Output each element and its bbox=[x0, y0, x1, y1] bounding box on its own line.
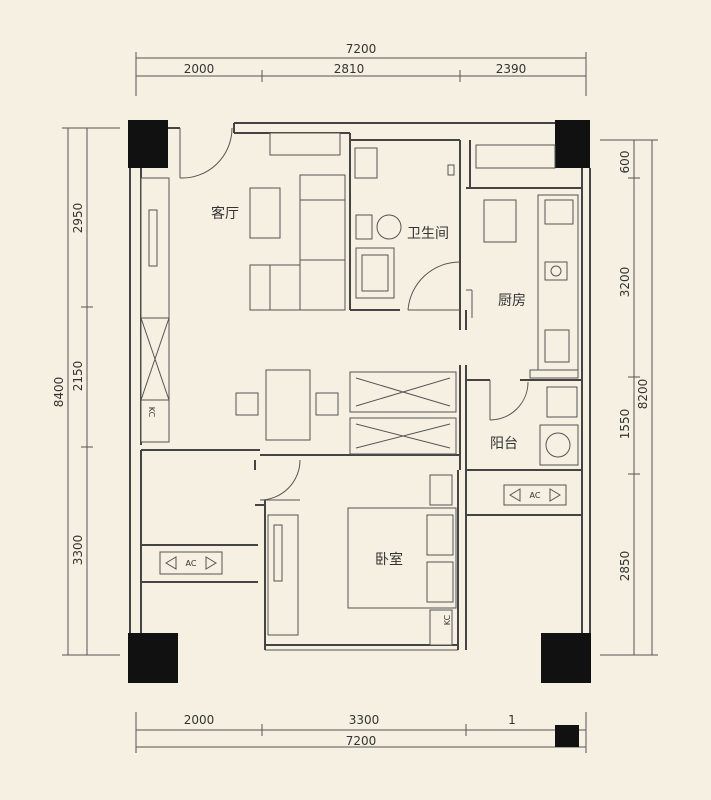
balcony-fixtures bbox=[539, 386, 579, 466]
coffee-table bbox=[249, 187, 281, 239]
dim-left-1: 2950 bbox=[71, 203, 85, 234]
kc-label-bedroom: KC bbox=[443, 614, 452, 625]
dining-set bbox=[235, 369, 339, 441]
ac-unit-left bbox=[159, 551, 223, 575]
pillar-bottom-right bbox=[541, 633, 591, 683]
doors bbox=[179, 127, 529, 501]
room-label-kitchen: 厨房 bbox=[498, 293, 526, 309]
pillar-top-left bbox=[128, 120, 168, 168]
kitchen-fixtures bbox=[475, 144, 579, 379]
room-label-balcony: 阳台 bbox=[490, 436, 518, 452]
dim-left-2: 2150 bbox=[71, 361, 85, 392]
dim-bottom-1: 2000 bbox=[184, 713, 215, 727]
dim-bottom-2: 3300 bbox=[349, 713, 380, 727]
kc-label-living: KC bbox=[147, 407, 156, 418]
wardrobe-living bbox=[140, 177, 170, 443]
room-label-living: 客厅 bbox=[211, 205, 239, 222]
ac-label-left: AC bbox=[186, 559, 197, 568]
dim-top-3: 2390 bbox=[496, 62, 527, 76]
tv-cabinet bbox=[269, 132, 341, 156]
wardrobe-bedroom bbox=[267, 514, 299, 636]
dimension-lines bbox=[62, 52, 658, 753]
bedside-bottom bbox=[429, 609, 453, 646]
dim-left-3: 3300 bbox=[71, 535, 85, 566]
dim-right-2: 3200 bbox=[618, 267, 632, 298]
dim-right-3: 1550 bbox=[618, 409, 632, 440]
dim-top-1: 2000 bbox=[184, 62, 215, 76]
dim-right-total: 8200 bbox=[636, 379, 650, 410]
dim-left-total: 8400 bbox=[52, 377, 66, 408]
pillar-top-right bbox=[555, 120, 590, 168]
ac-unit-right bbox=[503, 484, 567, 506]
bed bbox=[347, 507, 457, 609]
pillar-bottom-left bbox=[128, 633, 178, 683]
dim-right-4: 2850 bbox=[618, 551, 632, 582]
dim-bottom-total: 7200 bbox=[346, 734, 377, 748]
bedside-top bbox=[429, 474, 453, 506]
wardrobe-bedroom-panel bbox=[273, 524, 283, 582]
dim-right-1: 600 bbox=[618, 151, 632, 174]
sofa bbox=[249, 174, 346, 311]
dim-bottom-3: 1 bbox=[508, 713, 516, 727]
wardrobes-middle bbox=[349, 371, 457, 455]
ac-label-right: AC bbox=[530, 491, 541, 500]
dim-top-2: 2810 bbox=[334, 62, 365, 76]
bathroom-fixtures bbox=[354, 147, 455, 299]
room-label-bathroom: 卫生间 bbox=[407, 226, 449, 242]
room-label-bedroom: 卧室 bbox=[375, 551, 403, 568]
pillar-small bbox=[555, 725, 579, 747]
dim-top-total: 7200 bbox=[346, 42, 377, 56]
